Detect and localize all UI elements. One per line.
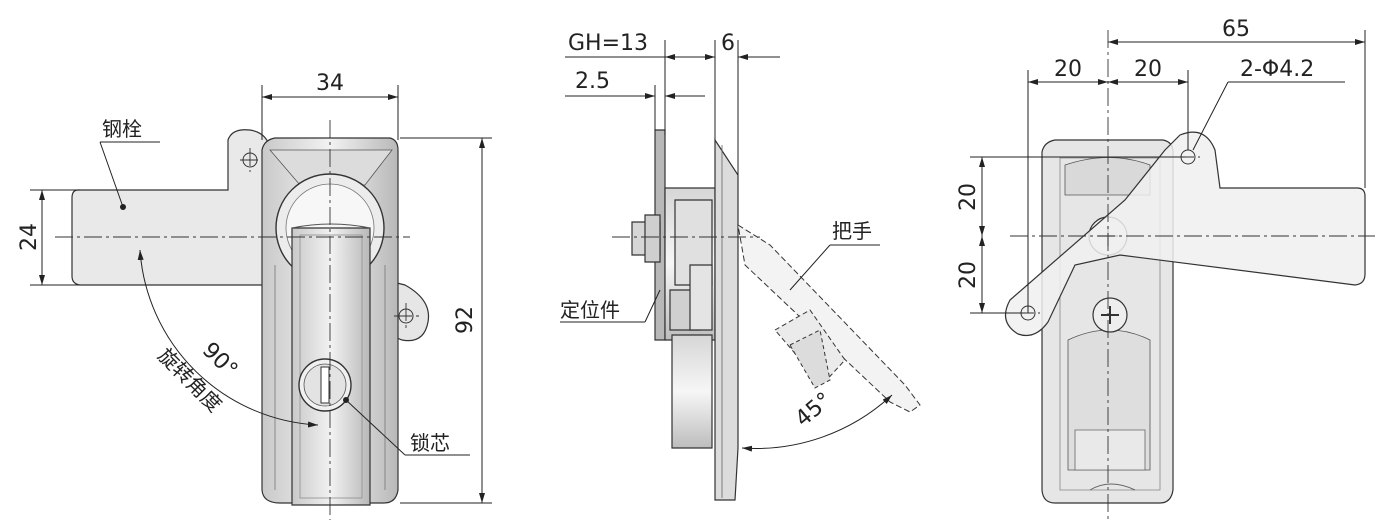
- rear-lever: [1004, 131, 1366, 337]
- side-handle-open: [737, 223, 921, 413]
- rear-view: 65 20 20 2-Φ4.2 20 20: [956, 17, 1375, 520]
- angle-value: 45°: [791, 388, 837, 432]
- dim-rear-total: 65: [1222, 17, 1250, 42]
- dim-rear-right: 20: [1134, 57, 1162, 82]
- label-lock-core: 锁芯: [410, 431, 450, 455]
- dim-thickness: 2.5: [575, 69, 610, 94]
- front-bolt: [71, 129, 271, 286]
- dim-rear-upper: 20: [956, 183, 981, 211]
- dim-bolt-height: 24: [17, 223, 42, 251]
- side-flange: [714, 137, 739, 501]
- side-view: GH=13 6 2.5 把手 定位件 45°: [560, 31, 921, 501]
- dim-six: 6: [721, 31, 735, 56]
- dim-hole-spec: 2-Φ4.2: [1240, 57, 1314, 82]
- dim-front-width: 34: [316, 71, 344, 96]
- label-bolt: 钢栓: [102, 117, 142, 141]
- dim-gh: GH=13: [568, 31, 648, 56]
- dim-rear-left: 20: [1054, 57, 1082, 82]
- dim-rear-lower: 20: [956, 261, 981, 289]
- front-view: 34 92 24 钢栓 90° 旋转角度 锁芯: [17, 71, 492, 520]
- dim-front-height: 92: [453, 306, 478, 334]
- label-locator: 定位件: [560, 298, 620, 322]
- label-handle: 把手: [832, 219, 872, 243]
